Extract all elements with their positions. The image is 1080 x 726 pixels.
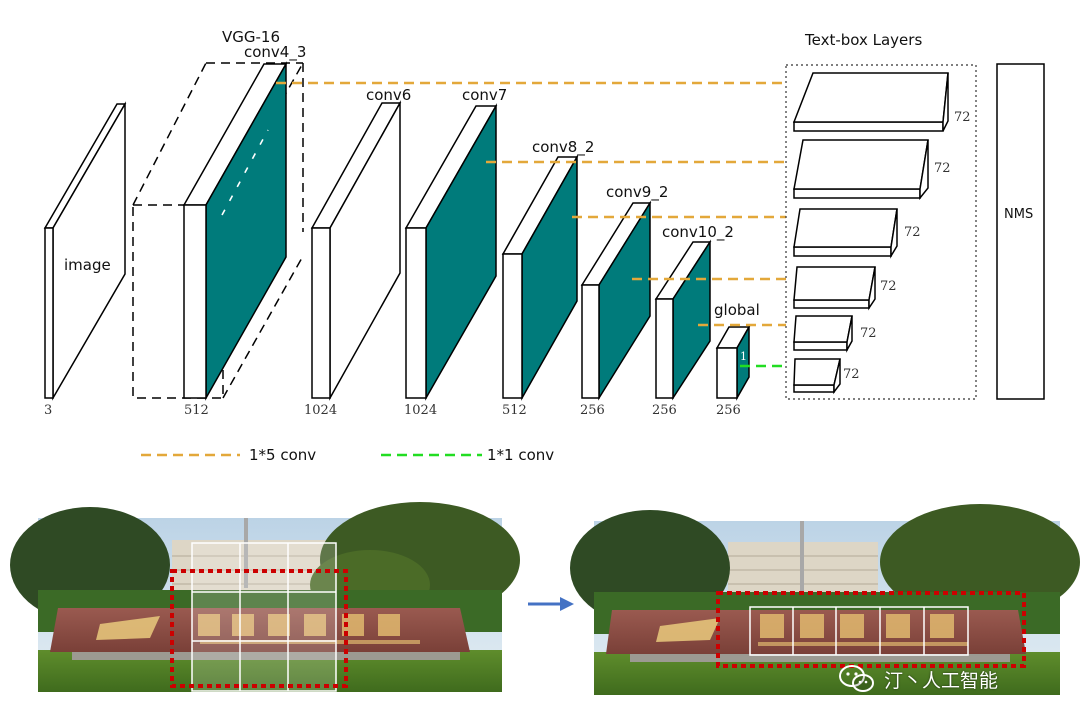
conv7-channels: 1024 [404,403,437,418]
textbox-layers-label: Text-box Layers [804,31,922,49]
conv6-channels: 1024 [304,403,337,418]
nms-box [996,63,1045,400]
global-slab [715,324,751,401]
conv9-2-label: conv9_2 [606,183,668,202]
textbox-output-5 [793,315,853,353]
global-label: global [714,301,760,319]
conv4-3-slab [182,61,288,401]
conv8-2-slab [501,154,579,401]
conv7-slab [404,103,498,401]
global-inner-label: 1 [740,350,747,363]
nms-label: NMS [1004,207,1033,222]
textbox-output-3 [793,208,898,259]
conv4-3-channels: 512 [184,403,209,418]
watermark-text: 汀丶人工智能 [884,669,999,692]
right-arrow-icon [528,597,574,611]
image-input-slab [43,101,127,401]
textbox-output-4-label: 72 [880,279,897,294]
vgg16-label: VGG-16 [222,28,280,46]
conv-connection-lines [276,81,786,368]
textbox-output-2-label: 72 [934,161,951,176]
watermark: 汀丶人工智能 [838,664,998,694]
conv6-label: conv6 [366,86,411,104]
conv10-2-label: conv10_2 [662,223,734,242]
textbox-output-2 [793,139,929,201]
conv8-2-label: conv8_2 [532,138,594,157]
right-example-photo [570,504,1080,695]
textbox-output-3-label: 72 [904,225,921,240]
left-example-photo [10,502,520,692]
conv8-2-channels: 512 [502,403,527,418]
textbox-layers-box [785,64,977,400]
image-channels: 3 [44,403,52,418]
legend-conv11-label: 1*1 conv [487,446,554,464]
conv9-2-channels: 256 [580,403,605,418]
textbox-output-1 [792,72,949,132]
textbox-output-4 [793,266,876,311]
textbox-output-1-label: 72 [954,110,971,125]
wechat-logo-icon [839,665,874,692]
textbox-output-5-label: 72 [860,326,877,341]
conv4-3-label: conv4_3 [244,43,306,62]
textbox-output-stack [792,72,949,395]
textbox-output-6 [793,358,841,395]
conv10-2-channels: 256 [652,403,677,418]
legend-conv15-label: 1*5 conv [249,446,316,464]
conv6-slab [310,100,402,401]
right-red-detection-box [716,591,1026,668]
image-label: image [64,256,111,274]
conv10-2-slab [654,239,712,401]
textbox-output-6-label: 72 [843,367,860,382]
conv9-2-slab [580,200,652,401]
global-channels: 256 [716,403,741,418]
conv7-label: conv7 [462,86,507,104]
